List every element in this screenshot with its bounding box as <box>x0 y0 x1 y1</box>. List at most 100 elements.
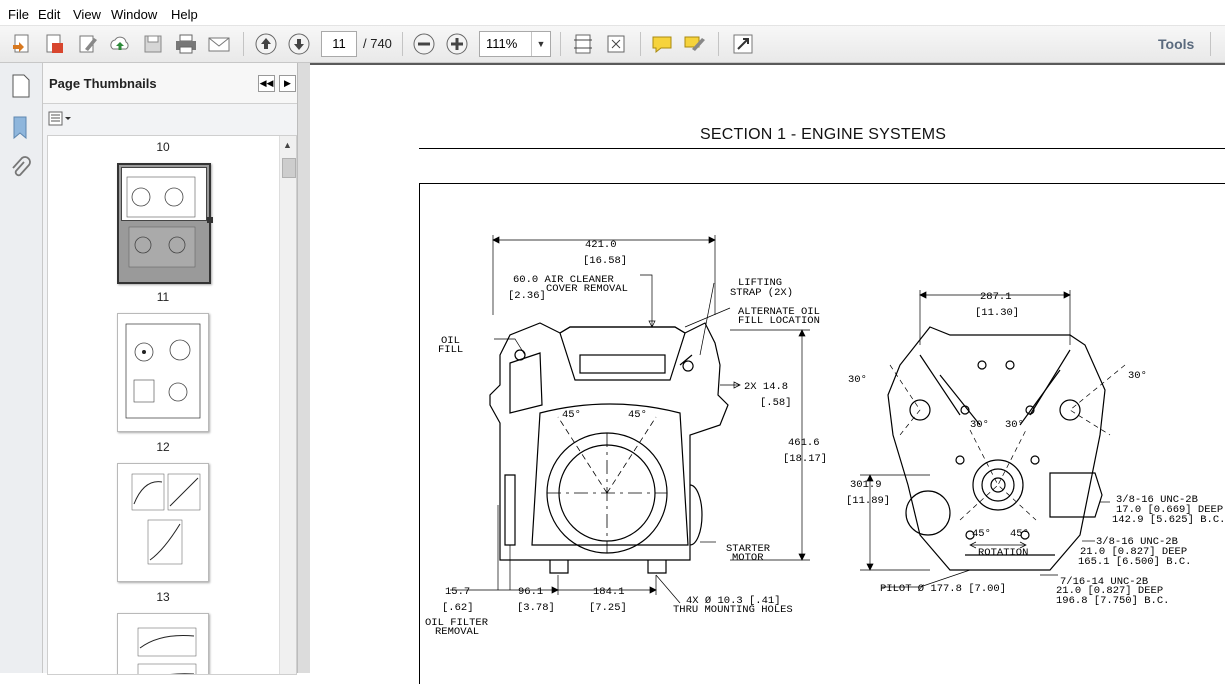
save-icon[interactable] <box>139 30 167 58</box>
dim-label: MOTOR <box>732 552 764 564</box>
dim-label: [2.36] <box>508 290 546 302</box>
dim-label: 45° <box>628 409 647 421</box>
dim-label: REMOVAL <box>435 626 479 638</box>
drawing-frame <box>419 183 1225 684</box>
dim-label: COVER REMOVAL <box>546 283 628 295</box>
dim-label: 461.6 <box>788 437 820 449</box>
dim-label: [.62] <box>442 602 474 614</box>
dim-label: 301.9 <box>850 479 882 491</box>
page-total: / 740 <box>363 36 392 51</box>
zoom-in-icon[interactable] <box>443 30 471 58</box>
toolbar-separator <box>718 32 719 56</box>
menu-window[interactable]: Window <box>111 7 158 22</box>
expand-icon[interactable] <box>729 30 757 58</box>
thumbnail-page-13[interactable] <box>117 613 209 674</box>
menu-edit[interactable]: Edit <box>38 7 61 22</box>
tools-button[interactable]: Tools <box>1158 36 1195 52</box>
dim-label: ROTATION <box>978 547 1028 559</box>
dim-label: 45° <box>562 409 581 421</box>
dim-label: OIL FILTER <box>425 617 489 629</box>
bookmarks-icon[interactable] <box>9 115 31 146</box>
dim-label: FILL <box>438 344 463 356</box>
dim-label: PILOT Ø 177.8 [7.00] <box>880 583 1006 595</box>
thumbnail-page-10[interactable] <box>117 163 213 284</box>
dim-label: 15.7 <box>445 586 470 598</box>
dim-label: 30° <box>1128 370 1147 382</box>
dim-label: [18.17] <box>783 453 827 465</box>
panel-header: Page Thumbnails ◀◀ ▶ <box>43 63 297 104</box>
menu-view[interactable]: View <box>73 7 101 22</box>
dim-label: 7/16-14 UNC-2B <box>1060 576 1148 588</box>
menu-bar: File Edit View Window Help <box>0 5 1225 26</box>
fit-page-icon[interactable] <box>569 30 597 58</box>
left-navigation-rail <box>0 63 43 673</box>
section-title: SECTION 1 - ENGINE SYSTEMS <box>700 126 947 143</box>
thumbnail-label: 10 <box>156 140 170 154</box>
create-pdf-icon[interactable] <box>8 30 36 58</box>
dim-label: 30° <box>848 374 867 386</box>
thumbnail-options-icon[interactable] <box>48 110 72 128</box>
dim-label: LIFTING <box>738 277 782 289</box>
dim-label: STRAP (2X) <box>730 287 793 299</box>
upload-cloud-icon[interactable] <box>106 30 134 58</box>
full-screen-icon[interactable] <box>602 30 630 58</box>
toolbar-separator <box>402 32 403 56</box>
toolbar: 11 / 740 111% ▼ Tools <box>0 26 1225 63</box>
dim-label: 30° <box>1005 419 1024 431</box>
dim-label: 142.9 [5.625] B.C. <box>1112 514 1225 526</box>
menu-file[interactable]: File <box>8 7 29 22</box>
dim-label: [11.30] <box>975 307 1019 319</box>
edit-pdf-icon[interactable] <box>74 30 102 58</box>
dim-label: 2X 14.8 <box>744 381 788 393</box>
thumbnails-list: 10 11 12 <box>47 135 297 675</box>
toolbar-separator <box>640 32 641 56</box>
thumbnail-page-12[interactable] <box>117 463 209 582</box>
dim-label: 60.0 AIR CLEANER <box>513 274 615 286</box>
dim-label: [7.25] <box>589 602 627 614</box>
dim-label: 30° <box>970 419 989 431</box>
dim-label: OIL <box>441 335 460 347</box>
highlight-icon[interactable] <box>681 30 709 58</box>
combine-files-icon[interactable] <box>40 30 68 58</box>
toolbar-separator <box>560 32 561 56</box>
zoom-select[interactable]: 111% ▼ <box>479 31 551 57</box>
toolbar-separator <box>243 32 244 56</box>
dim-label: 3/8-16 UNC-2B <box>1116 494 1198 506</box>
chevron-down-icon[interactable]: ▼ <box>531 32 550 56</box>
toolbar-separator <box>1210 32 1211 56</box>
thumbnail-label: 11 <box>156 290 170 304</box>
dim-label: FILL LOCATION <box>738 315 820 327</box>
dim-label: 4X Ø 10.3 [.41] <box>686 595 781 607</box>
menu-help[interactable]: Help <box>171 7 198 22</box>
print-icon[interactable] <box>172 30 200 58</box>
dim-label: 21.0 [0.827] DEEP <box>1056 585 1163 597</box>
dim-label: 45° <box>972 528 991 540</box>
previous-page-icon[interactable] <box>252 30 280 58</box>
dim-label: 21.0 [0.827] DEEP <box>1080 546 1187 558</box>
scrollbar-thumb[interactable] <box>282 158 296 178</box>
thumbnail-page-11[interactable] <box>117 313 209 432</box>
dim-label: [16.58] <box>583 255 627 267</box>
dim-label: ALTERNATE OIL <box>738 306 820 318</box>
dim-label: 96.1 <box>518 586 543 598</box>
dim-label: 17.0 [0.669] DEEP <box>1116 504 1223 516</box>
document-view[interactable]: SECTION 1 - ENGINE SYSTEMS <box>310 63 1225 684</box>
page-number-input[interactable]: 11 <box>321 31 357 57</box>
dim-label: 165.1 [6.500] B.C. <box>1078 556 1191 568</box>
email-icon[interactable] <box>205 30 233 58</box>
panel-splitter[interactable] <box>297 63 311 673</box>
dim-label: STARTER <box>726 543 771 555</box>
scroll-up-icon[interactable]: ▲ <box>283 140 292 150</box>
attachments-icon[interactable] <box>9 156 31 187</box>
dim-label: 287.1 <box>980 291 1012 303</box>
thumbnail-label: 13 <box>156 590 170 604</box>
zoom-out-icon[interactable] <box>410 30 438 58</box>
comment-icon[interactable] <box>648 30 676 58</box>
thumbnails-scrollbar[interactable]: ▲ <box>279 136 296 674</box>
drawing-labels: 421.0 [16.58] 60.0 AIR CLEANER COVER REM… <box>425 239 1225 638</box>
title-rule <box>419 148 1225 149</box>
next-page-icon[interactable] <box>285 30 313 58</box>
page-thumbnails-icon[interactable] <box>9 73 33 104</box>
panel-menu-icon[interactable]: ▶ <box>279 75 296 92</box>
collapse-panel-icon[interactable]: ◀◀ <box>258 75 275 92</box>
